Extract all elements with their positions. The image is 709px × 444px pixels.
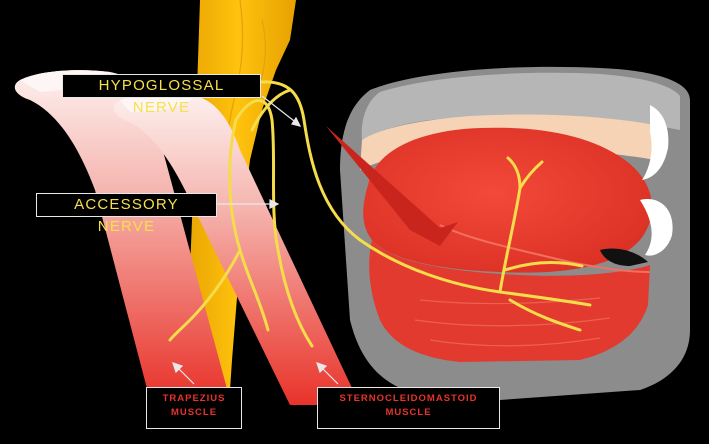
jaw-region xyxy=(326,66,690,401)
trapezius-arrow xyxy=(172,362,195,385)
trapezius-muscle-label: TRAPEZIUS MUSCLE xyxy=(146,387,242,429)
hypoglossal-nerve-label: HYPOGLOSSAL NERVE xyxy=(62,74,261,116)
accessory-nerve xyxy=(168,99,314,348)
scm-arrow xyxy=(316,362,339,385)
hypoglossal-nerve xyxy=(250,80,592,332)
sternocleidomastoid-muscle-label: STERNOCLEIDOMASTOID MUSCLE xyxy=(317,387,500,429)
accessory-nerve-label: ACCESSORY NERVE xyxy=(36,193,217,235)
accessory-arrow xyxy=(216,199,280,209)
hypoglossal-arrow xyxy=(261,95,302,127)
